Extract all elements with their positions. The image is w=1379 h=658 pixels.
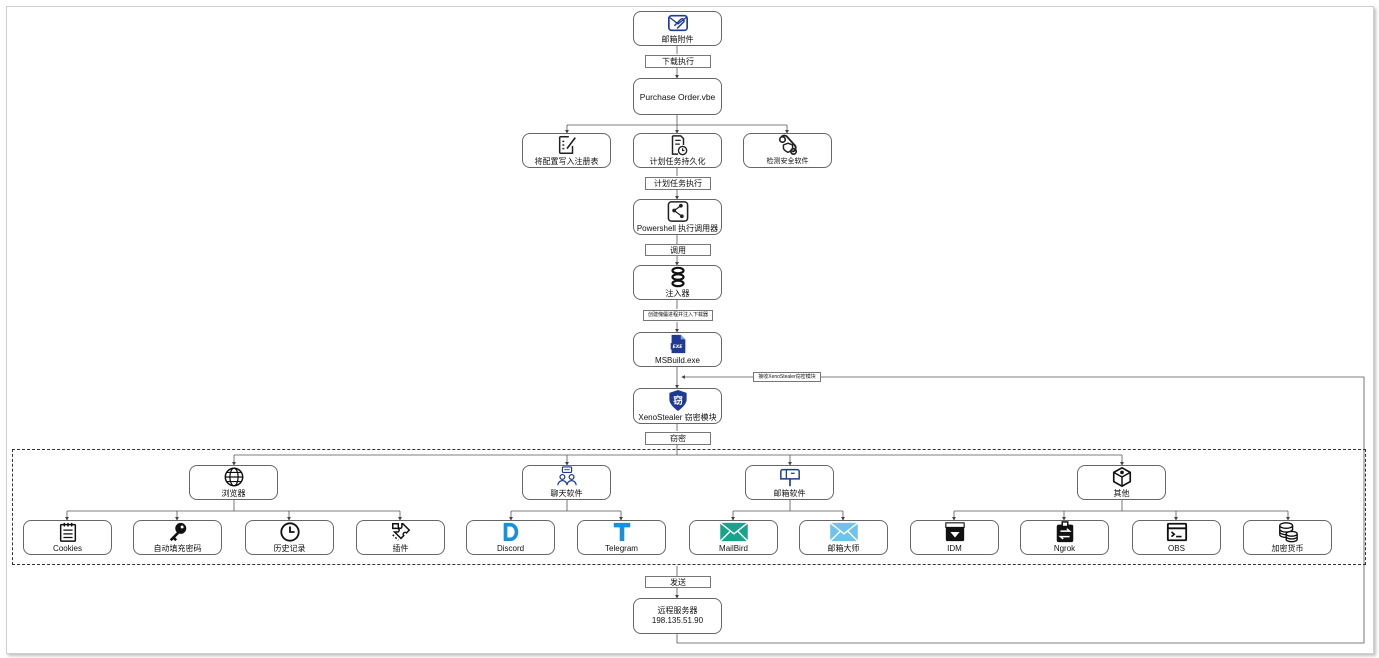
globe-icon — [224, 467, 243, 487]
node-detect-security[interactable]: 检测安全软件 — [743, 133, 832, 168]
clock-icon — [279, 522, 300, 542]
cube-icon — [1112, 466, 1131, 488]
node-email-attachment[interactable]: 邮箱附件 — [633, 11, 722, 46]
node-other[interactable]: 其他 — [1077, 465, 1166, 500]
download-box-icon — [944, 522, 965, 542]
server-ip: 198.135.51.90 — [651, 616, 704, 625]
edge-label-receive: 接收XenoStealer窃密模块 — [753, 372, 821, 382]
coins-icon — [1278, 522, 1298, 543]
users-chat-icon — [556, 466, 577, 486]
node-msbuild[interactable]: EXE MSBuild.exe — [633, 332, 722, 367]
node-label: Telegram — [605, 544, 638, 553]
node-label: OBS — [1168, 544, 1185, 553]
node-label: 插件 — [392, 544, 409, 553]
node-label: 加密货币 — [1271, 544, 1304, 553]
shield-steal-icon: 窃 — [668, 389, 687, 412]
node-injector[interactable]: 注入器 — [633, 265, 722, 300]
edge-label-steal: 窃密 — [645, 432, 711, 445]
telegram-logo-icon — [613, 522, 630, 542]
share-nodes-icon — [667, 201, 688, 222]
node-chat-software[interactable]: 聊天软件 — [522, 465, 611, 500]
node-label: MailBird — [719, 544, 748, 553]
stealer-targets-group — [12, 449, 1366, 565]
node-ngrok[interactable]: Ngrok — [1020, 520, 1109, 555]
edge-label-send: 发送 — [645, 576, 711, 588]
svg-text:窃: 窃 — [673, 395, 683, 407]
terminal-icon — [1166, 522, 1187, 542]
node-label: 邮箱大师 — [827, 544, 860, 553]
node-label: 计划任务持久化 — [649, 157, 706, 166]
node-label: 注入器 — [665, 289, 690, 298]
node-label: 将配置写入注册表 — [534, 157, 599, 166]
node-plugins[interactable]: 插件 — [356, 520, 445, 555]
node-mail-software[interactable]: 邮箱软件 — [745, 465, 834, 500]
edge-label-download-exec: 下载执行 — [645, 55, 711, 68]
syringe-icon — [670, 266, 685, 288]
svg-text:EXE: EXE — [672, 344, 683, 350]
node-label: XenoStealer 窃密模块 — [638, 413, 717, 422]
node-label: Powershell 执行调用器 — [636, 224, 719, 233]
node-scheduled-task[interactable]: 计划任务持久化 — [633, 133, 722, 168]
discord-logo-icon — [503, 522, 518, 542]
edit-document-icon — [558, 136, 576, 154]
node-label: 邮箱软件 — [773, 489, 806, 498]
transfer-icon — [1056, 521, 1073, 543]
node-powershell-caller[interactable]: Powershell 执行调用器 — [633, 199, 722, 235]
node-idm[interactable]: IDM — [910, 520, 999, 555]
node-remote-server[interactable]: 远程服务器 198.135.51.90 — [633, 598, 722, 634]
edge-label-task-exec: 计划任务执行 — [645, 177, 711, 190]
exe-file-icon: EXE — [670, 334, 685, 354]
node-label: 自动填充密码 — [153, 544, 202, 553]
node-browser[interactable]: 浏览器 — [189, 465, 278, 500]
node-label: Discord — [496, 544, 525, 553]
paperclip-envelope-icon — [667, 14, 688, 32]
node-label: 浏览器 — [221, 489, 246, 498]
node-discord[interactable]: Discord — [466, 520, 555, 555]
mailbox-icon — [779, 468, 800, 487]
node-label: 检测安全软件 — [766, 158, 809, 165]
node-label: Ngrok — [1053, 544, 1076, 553]
node-xenostealer[interactable]: 窃 XenoStealer 窃密模块 — [633, 388, 722, 424]
node-label: Purchase Order.vbe — [639, 91, 716, 102]
node-label: 聊天软件 — [550, 489, 583, 498]
server-title: 远程服务器 — [657, 606, 698, 615]
node-write-registry[interactable]: 将配置写入注册表 — [522, 133, 611, 168]
node-label: Cookies — [53, 544, 82, 553]
node-history[interactable]: 历史记录 — [245, 520, 334, 555]
puzzle-icon — [391, 523, 410, 541]
node-cookies[interactable]: Cookies — [23, 520, 112, 555]
node-mailmaster[interactable]: 邮箱大师 — [799, 520, 888, 555]
node-label: 邮箱附件 — [661, 35, 694, 44]
mail-envelope-light-icon — [829, 522, 858, 542]
shield-link-icon — [778, 134, 797, 155]
node-mailbird[interactable]: MailBird — [689, 520, 778, 555]
node-crypto[interactable]: 加密货币 — [1243, 520, 1332, 555]
node-purchase-order[interactable]: Purchase Order.vbe — [633, 78, 722, 115]
edge-label-invoke: 调用 — [645, 244, 711, 256]
node-label: IDM — [947, 544, 962, 553]
node-autofill[interactable]: 自动填充密码 — [133, 520, 222, 555]
node-label: 历史记录 — [273, 544, 306, 553]
node-telegram[interactable]: Telegram — [577, 520, 666, 555]
node-obs[interactable]: OBS — [1132, 520, 1221, 555]
node-label: 其他 — [1113, 489, 1130, 498]
node-label: MSBuild.exe — [655, 356, 700, 365]
mail-envelope-icon — [719, 522, 748, 542]
edge-label-inject: 创建傀儡进程并注入下载器 — [643, 310, 713, 321]
notepad-icon — [59, 522, 76, 542]
key-icon — [169, 522, 186, 542]
document-clock-icon — [671, 135, 687, 156]
